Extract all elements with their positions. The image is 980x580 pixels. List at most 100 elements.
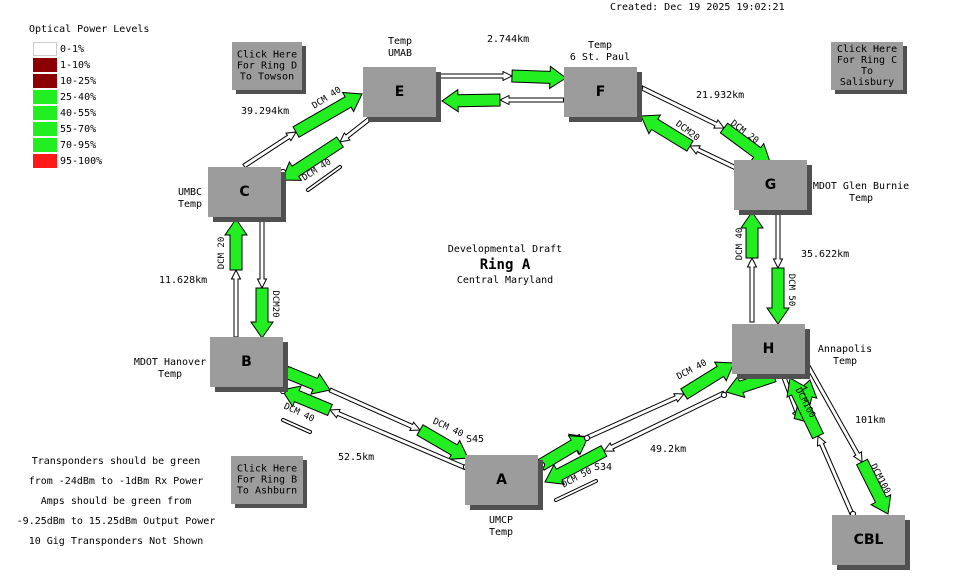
node-f[interactable]: F (564, 67, 637, 117)
link-a-to-b-fiber (328, 408, 468, 471)
diagram-subtitle: Developmental Draft (447, 244, 563, 255)
link-g-to-f-fiber (688, 145, 738, 171)
legend-swatch (33, 74, 57, 88)
note-line: 10 Gig Transponders Not Shown (28, 536, 204, 547)
port-c-e2 (279, 168, 287, 176)
note-line: -9.25dBm to 15.25dBm Output Power (16, 516, 216, 527)
port-label-s34: S34 (594, 462, 613, 473)
legend-swatch (33, 154, 57, 168)
link-c-to-e-fiber (242, 131, 297, 169)
node-g-caption: MDOT Glen Burnie Temp (812, 181, 910, 204)
port-e-f (434, 72, 442, 80)
legend-item: 10-25% (33, 74, 96, 88)
dcm-stub-a-h-inner (555, 480, 597, 501)
link-cbl-to-h-fiber (816, 434, 855, 516)
link-f-to-g-fiber (638, 84, 726, 129)
port-label-s45: S45 (466, 434, 485, 445)
link-e-to-f-amp (511, 65, 567, 90)
node-e-caption: Temp UMAB (387, 36, 413, 59)
link-b-to-a-amp2 (416, 424, 469, 460)
dcm-label-b-c-left: DCM 20 (217, 237, 227, 270)
legend-item: 95-100% (33, 154, 102, 168)
dcm-label-g-h-left: DCM 40 (735, 228, 745, 261)
port-f-g (636, 84, 644, 92)
notes: Transponders should be green from -24dBm… (0, 452, 232, 552)
legend-item: 0-1% (33, 42, 84, 56)
link-c-to-b-fiber (256, 218, 268, 290)
note-line: Transponders should be green (31, 456, 201, 467)
dcm-label-b-c-right: DCM20 (270, 290, 280, 317)
port-f-g2 (635, 112, 643, 120)
link-c-to-e-amp (292, 91, 363, 138)
distance-g-h: 35.622km (801, 249, 850, 260)
distance-e-f: 2.744km (487, 34, 530, 45)
distance-a-b: 52.5km (338, 452, 375, 463)
link-h-to-cbl-fiber (805, 364, 863, 463)
diagram-title: Ring A (479, 257, 531, 273)
note-line: from -24dBm to -1dBm Rx Power (28, 476, 204, 487)
link-c-to-b-amp (250, 287, 274, 339)
link-h-to-a-amp0 (725, 369, 777, 399)
node-e[interactable]: E (363, 67, 436, 117)
node-b-caption: MDOT Hanover Temp (133, 357, 207, 380)
diagram-region: Central Maryland (456, 275, 554, 286)
node-h-caption: Annapolis Temp (817, 344, 873, 367)
legend-item: 25-40% (33, 90, 96, 104)
legend-item: 1-10% (33, 58, 90, 72)
legend-swatch (33, 42, 57, 56)
node-c[interactable]: C (208, 167, 281, 217)
link-f-to-g-amp (719, 122, 771, 163)
link-a-to-h-amp (537, 435, 589, 471)
port-c-b (232, 215, 240, 223)
node-a[interactable]: A (465, 455, 538, 505)
node-a-caption: UMCP Temp (488, 515, 514, 538)
link-a-to-h-fiber (586, 393, 686, 440)
node-f-caption: Temp 6 St. Paul (569, 40, 631, 63)
link-e-to-c-amp (281, 136, 344, 181)
link-b-to-a-amp (283, 365, 331, 395)
link-h-to-g-fiber (746, 256, 758, 323)
node-b[interactable]: B (210, 337, 283, 387)
distance-f-g: 21.932km (696, 90, 745, 101)
legend-item: 70-95% (33, 138, 96, 152)
node-h[interactable]: H (732, 324, 805, 374)
ring-d-button[interactable]: Click Here For Ring D To Towson (232, 42, 302, 90)
distance-h-cbl: 101km (855, 415, 886, 426)
port-e-f2 (434, 97, 442, 105)
legend-swatch (33, 90, 57, 104)
link-a-to-b-amp (281, 385, 333, 417)
port-g-h (747, 208, 755, 216)
link-cbl-to-h-amp (786, 377, 825, 440)
port-g-h2 (774, 208, 782, 216)
legend-title: Optical Power Levels (29, 24, 150, 35)
ring-c-button[interactable]: Click Here For Ring C To Salisbury (831, 42, 903, 90)
link-g-to-h-fiber (772, 212, 784, 270)
port-c-b2 (258, 215, 266, 223)
distance-a-h: 49.2km (650, 444, 687, 455)
link-e-to-c-fiber (339, 114, 374, 143)
node-cbl[interactable]: CBL (832, 515, 905, 565)
node-g[interactable]: G (734, 160, 807, 210)
link-b-to-c-amp (224, 218, 248, 271)
legend-item: 40-55% (33, 106, 96, 120)
distance-b-c: 11.628km (159, 275, 208, 286)
dcm-stub-a-b-inner (282, 419, 311, 433)
link-f-to-e-amp (441, 88, 501, 113)
distance-c-e: 39.294km (241, 106, 290, 117)
link-f-to-e-fiber (498, 94, 567, 106)
link-h-to-g-amp (740, 211, 764, 259)
port-a-h (538, 461, 546, 469)
link-h-to-a-fiber (602, 390, 726, 452)
ring-b-button[interactable]: Click Here For Ring B To Ashburn (231, 456, 303, 504)
legend-swatch (33, 138, 57, 152)
dcm-label-g-h-right: DCM 50 (786, 274, 796, 307)
legend-swatch (33, 122, 57, 136)
node-c-caption: UMBC Temp (177, 187, 203, 210)
port-b-a (279, 387, 287, 395)
link-b-to-a-fiber (328, 387, 422, 432)
dcm-stub-c-e-inner (307, 166, 341, 191)
note-line: Amps should be green from (40, 496, 192, 507)
link-g-to-f-amp (640, 114, 694, 152)
